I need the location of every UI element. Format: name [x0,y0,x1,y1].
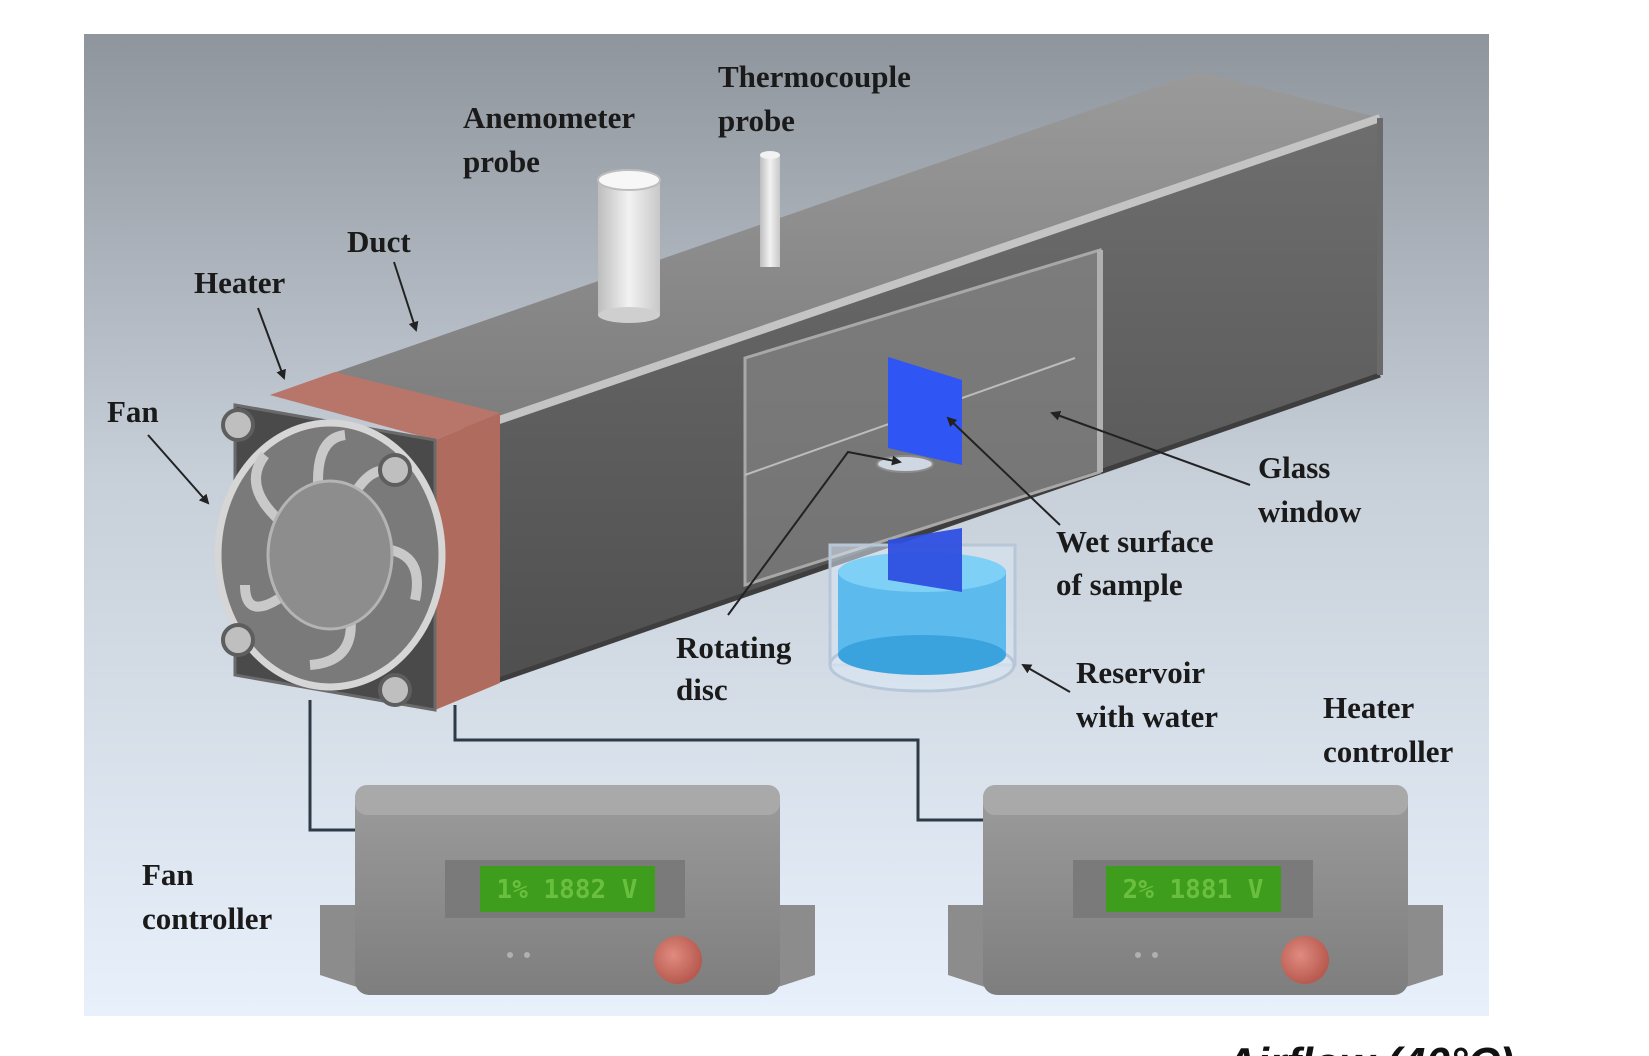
label-glass-window-1: Glass [1258,450,1330,485]
label-duct: Duct [347,224,411,259]
label-thermocouple-probe-1: Thermocouple [718,59,911,94]
label-heater: Heater [194,265,285,300]
label-rotating-disc-2: disc [676,672,728,707]
label-heater-controller-2: controller [1323,734,1454,769]
knob-icon [1281,936,1329,984]
thermocouple-probe [760,151,780,267]
label-wet-surface-1: Wet surface [1056,524,1214,559]
fan-controller-display: 1% 1882 V [497,875,638,905]
label-wet-surface-2: of sample [1056,567,1183,602]
fan-controller: 1% 1882 V [320,785,815,995]
heater-band [270,372,500,710]
knob-icon [654,936,702,984]
label-glass-window-2: window [1258,494,1362,529]
label-reservoir-1: Reservoir [1076,655,1205,690]
label-anemometer-probe-1: Anemometer [463,100,635,135]
caption-airflow: Airflow (40°C) [1224,1039,1514,1056]
label-thermocouple-probe-2: probe [718,103,795,138]
label-fan-controller-2: controller [142,901,273,936]
label-rotating-disc-1: Rotating [676,630,792,665]
labels: Thermocouple probe Anemometer probe Duct… [107,59,1454,936]
label-anemometer-probe-2: probe [463,144,540,179]
heater-controller-display: 2% 1881 V [1123,875,1264,905]
label-fan: Fan [107,394,159,429]
heater-controller: 2% 1881 V [948,785,1443,995]
controller-wires [308,700,985,832]
fan-icon [214,403,446,712]
wet-sample [876,357,962,592]
label-fan-controller-1: Fan [142,857,194,892]
label-reservoir-2: with water [1076,699,1218,734]
arrow-icon [147,261,1251,693]
label-heater-controller-1: Heater [1323,690,1414,725]
anemometer-probe [597,169,661,323]
